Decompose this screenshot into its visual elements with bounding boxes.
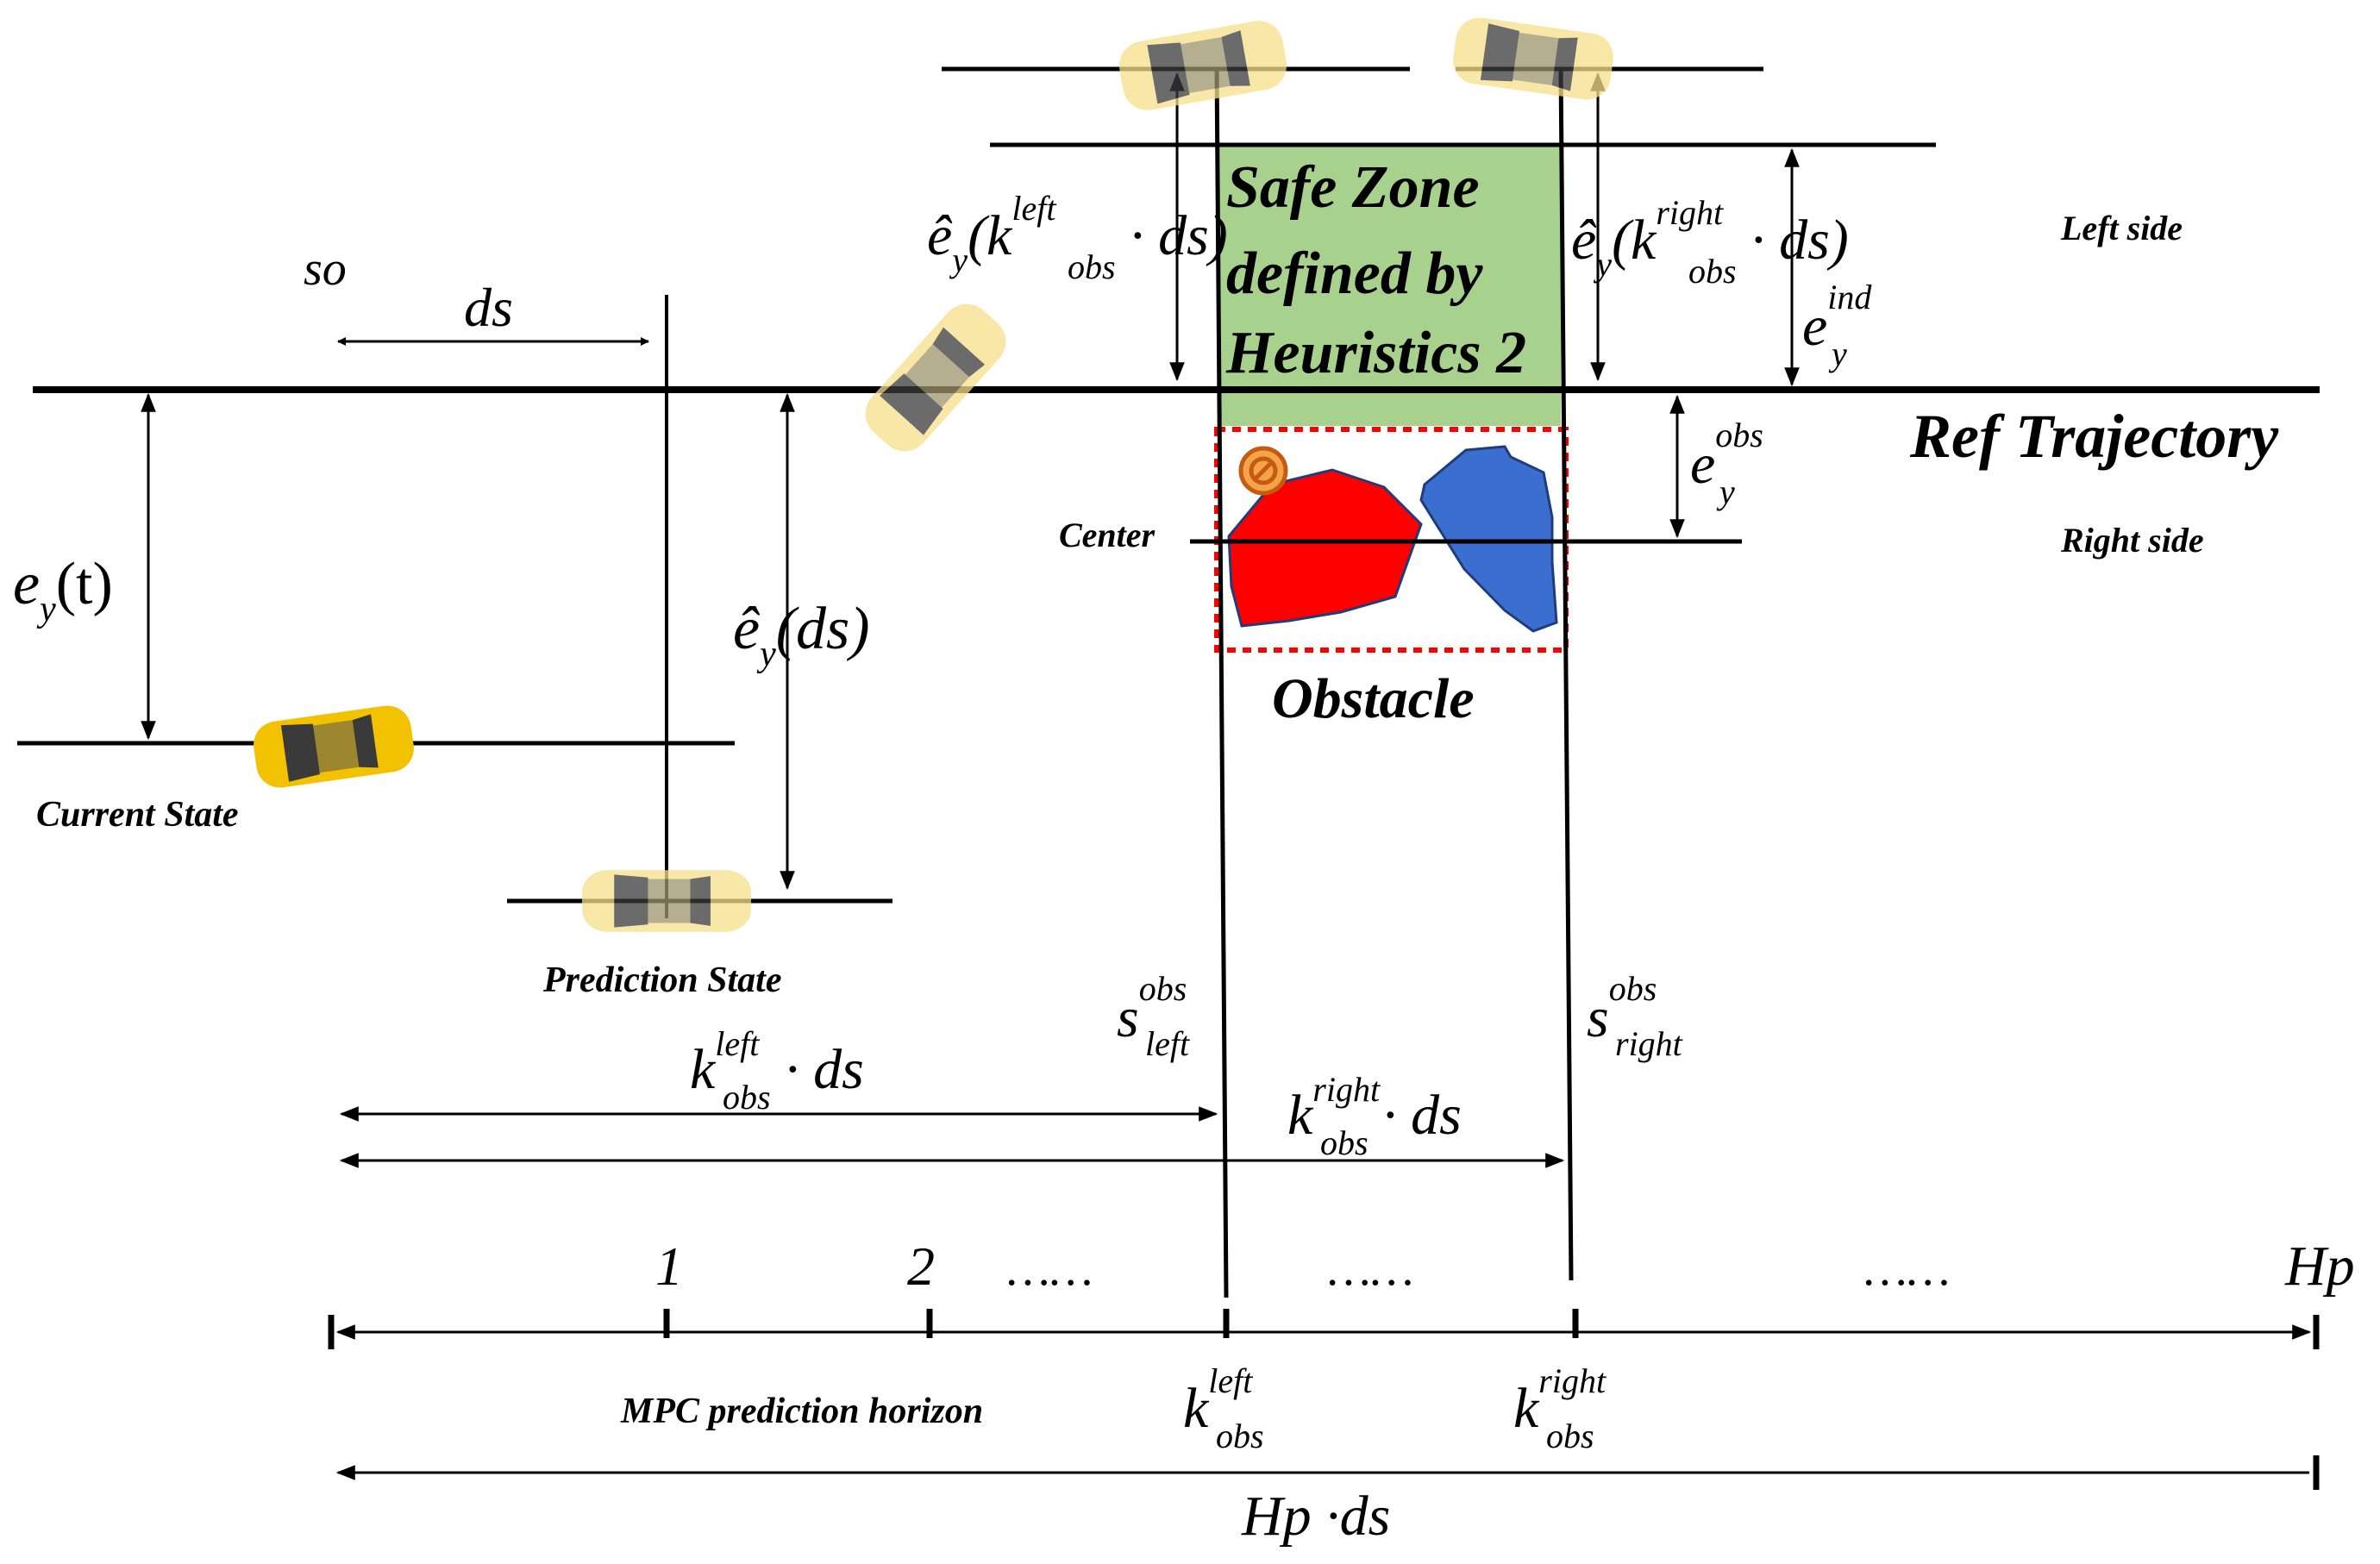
no-entry-icon [1238, 446, 1288, 496]
safe-zone-title-1: Safe Zone [1226, 154, 1480, 221]
obstacle-blue-shape [1419, 445, 1558, 633]
s-left-vertical-line [1214, 66, 1229, 1298]
predicted-vehicle [582, 870, 751, 932]
ref-trajectory-label: Ref Trajectory [1909, 402, 2279, 471]
dots-1: …… [1007, 1242, 1093, 1296]
ey-hat-left-label: êy(kleftobs · ds) [927, 189, 1228, 286]
safe-zone-title-3: Heuristics 2 [1225, 320, 1526, 386]
obstacle-label: Obstacle [1272, 667, 1475, 730]
top-left-vehicle [1115, 16, 1291, 115]
safe-zone [1218, 145, 1561, 426]
s-right-vertical-line [1558, 66, 1574, 1281]
left-side-label: Left side [2060, 209, 2183, 247]
ey-hat-ds-label: êy(ds) [733, 596, 870, 674]
tick-1-label: 1 [655, 1236, 683, 1297]
current-vehicle [250, 702, 417, 791]
safe-zone-title-2: defined by [1226, 241, 1483, 307]
mpc-horizon-label: MPC prediction horizon [620, 1392, 983, 1431]
ds-label: ds [464, 277, 513, 338]
ey-t-label: ey(t) [13, 551, 113, 629]
current-state-label: Current State [36, 795, 239, 835]
dots-3: …… [1864, 1242, 1951, 1296]
center-label: Center [1059, 516, 1156, 554]
dots-2: …… [1328, 1242, 1414, 1296]
tick-2-label: 2 [907, 1236, 935, 1297]
prediction-state-label: Prediction State [542, 960, 782, 1000]
hp-ds-label: Hp ·ds [1241, 1485, 1390, 1548]
maneuver-vehicle [855, 293, 1017, 462]
obstacle-red-shape [1227, 468, 1423, 628]
so-label: so [304, 242, 347, 296]
hp-label: Hp [2284, 1235, 2355, 1298]
right-side-label: Right side [2060, 521, 2204, 560]
top-right-vehicle [1450, 14, 1617, 103]
